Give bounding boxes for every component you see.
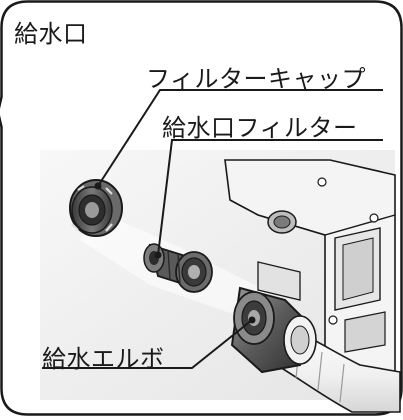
- label-elbow: 給水エルボ: [42, 345, 165, 373]
- leader-lines: [42, 89, 383, 369]
- leader-inlet-filter: [157, 139, 383, 256]
- leader-dot-filter-cap: [94, 182, 102, 190]
- appliance-body: [224, 159, 396, 396]
- diagram-title: 給水口: [14, 20, 88, 48]
- leader-dot-inlet-filter: [154, 251, 162, 259]
- filter-cap-illustration: [69, 179, 123, 237]
- inlet-filter-illustration: [143, 243, 213, 293]
- label-inlet-filter: 給水口フィルター: [162, 114, 358, 142]
- leader-filter-cap: [97, 89, 383, 187]
- leader-elbow: [42, 319, 253, 369]
- leader-dot-elbow: [248, 316, 256, 324]
- label-filter-cap: フィルターキャップ: [146, 65, 367, 93]
